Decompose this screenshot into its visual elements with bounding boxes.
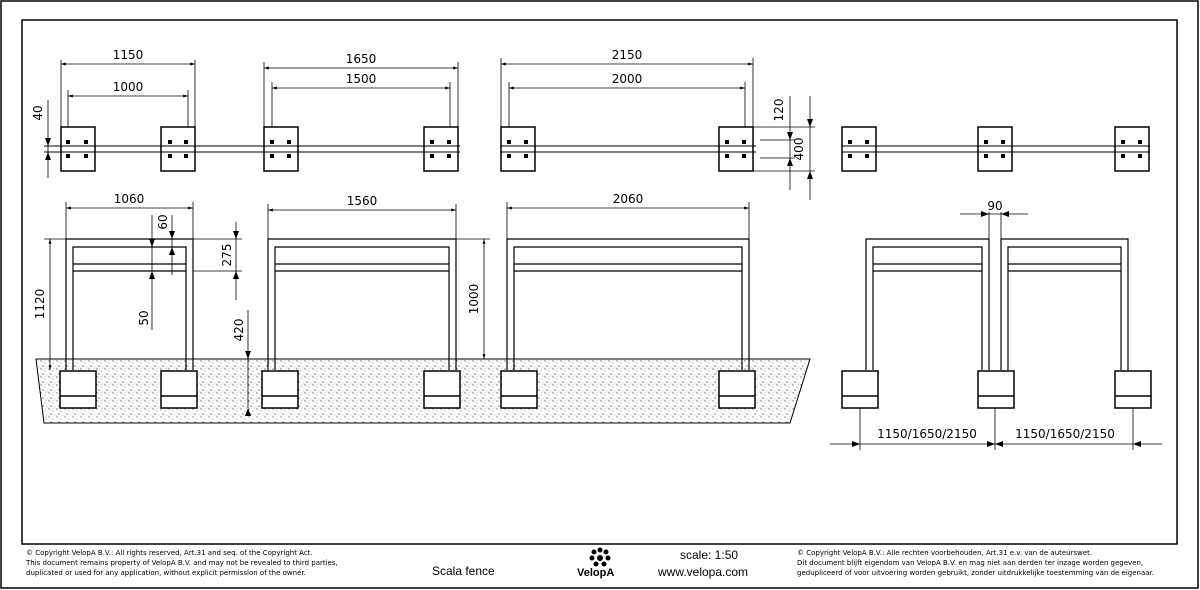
velopa-logo-icon [589,547,611,567]
plan-width-3: 2150 [612,48,643,62]
combined-width-left: 1150/1650/2150 [877,427,977,441]
combined-width-right: 1150/1650/2150 [1015,427,1115,441]
plan-side-dim-400: 400 [792,138,806,161]
elev-width-3: 2060 [613,192,644,206]
drawing-title: Scala fence [432,564,495,578]
copyright-nl-line: © Copyright VelopA B.V.: Alle rechten vo… [797,549,1093,557]
copyright-en-line: This document remains property of VelopA… [26,559,338,567]
copyright-en-line: © Copyright VelopA B.V.: All rights rese… [26,549,313,557]
copyright-english: © Copyright VelopA B.V.: All rights rese… [26,548,338,578]
copyright-nl-line: gedupliceerd of voor uitvoering worden g… [797,569,1155,577]
plan-post-width: 40 [31,105,45,120]
plan-width-2: 1650 [346,52,377,66]
gap-dim-90: 90 [987,199,1002,213]
elev-dim-50: 50 [137,310,151,325]
plan-inner-width-1: 1000 [113,80,144,94]
elev-height-1120: 1120 [33,289,47,320]
plan-inner-width-2: 1500 [346,72,377,86]
plan-width-1: 1150 [113,48,144,62]
plan-view [44,58,1150,200]
ground-hatch [35,358,811,424]
website-label: www.velopa.com [658,565,749,579]
elev-height-1000: 1000 [467,284,481,315]
elev-dim-275: 275 [220,244,234,267]
plan-inner-width-3: 2000 [612,72,643,86]
elev-dim-420: 420 [232,319,246,342]
logo-text: VelopA [577,567,615,579]
elev-width-2: 1560 [347,194,378,208]
scale-label: scale: 1:50 [680,548,739,562]
plan-side-dim-120: 120 [772,99,786,122]
elevation-view [65,238,1129,370]
elev-dim-60: 60 [156,214,170,229]
copyright-nl-line: Dit document blijft eigendom van VelopA … [797,559,1144,567]
copyright-dutch: © Copyright VelopA B.V.: Alle rechten vo… [797,548,1154,578]
copyright-en-line: duplicated or used for any application, … [26,569,306,577]
elev-width-1: 1060 [114,192,145,206]
